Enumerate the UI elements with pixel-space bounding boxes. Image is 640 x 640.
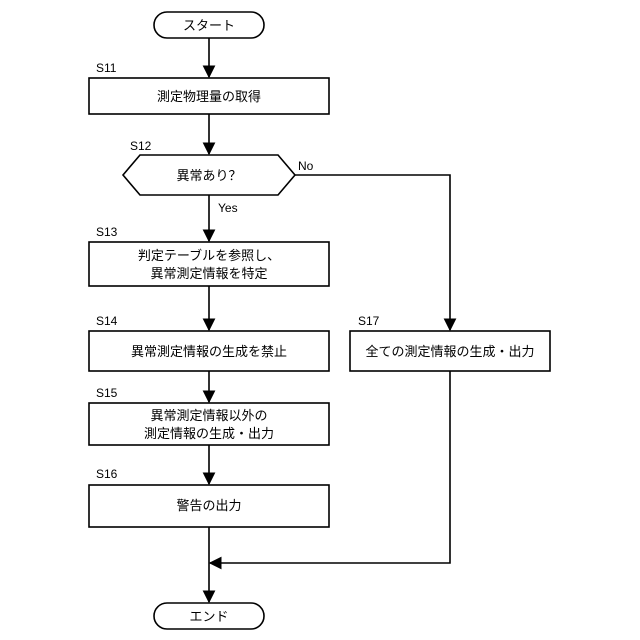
branch-no-label: No xyxy=(298,159,314,173)
process-s14-text: 異常測定情報の生成を禁止 xyxy=(131,345,287,360)
process-s16-text: 警告の出力 xyxy=(176,498,241,514)
process-s15: 異常測定情報以外の 測定情報の生成・出力 xyxy=(89,403,329,445)
process-s11: 測定物理量の取得 xyxy=(89,78,329,114)
step-id-s13: S13 xyxy=(96,225,118,239)
edge-s17-to-merge xyxy=(210,371,450,563)
step-id-s17: S17 xyxy=(358,314,380,328)
process-s15-text-line1: 異常測定情報以外の xyxy=(150,409,267,424)
step-id-s11: S11 xyxy=(96,61,117,75)
process-s13: 判定テーブルを参照し、 異常測定情報を特定 xyxy=(89,242,329,286)
end-label: エンド xyxy=(189,610,228,625)
step-id-s12: S12 xyxy=(130,139,152,153)
process-s13-text-line2: 異常測定情報を特定 xyxy=(150,267,267,282)
process-s15-text-line2: 測定情報の生成・出力 xyxy=(144,427,274,442)
process-s17: 全ての測定情報の生成・出力 xyxy=(350,331,550,371)
decision-s12: 異常あり？ xyxy=(123,155,295,195)
branch-yes-label: Yes xyxy=(218,201,238,215)
process-s14: 異常測定情報の生成を禁止 xyxy=(89,331,329,371)
process-s16: 警告の出力 xyxy=(89,485,329,527)
step-id-s14: S14 xyxy=(96,314,118,328)
process-s17-text: 全ての測定情報の生成・出力 xyxy=(365,344,534,360)
step-id-s16: S16 xyxy=(96,467,118,481)
start-label: スタート xyxy=(183,19,235,34)
end-node: エンド xyxy=(154,603,264,629)
step-id-s15: S15 xyxy=(96,386,118,400)
process-s11-text: 測定物理量の取得 xyxy=(157,89,261,105)
decision-s12-text: 異常あり？ xyxy=(176,169,241,184)
start-node: スタート xyxy=(154,12,264,38)
process-s13-text-line1: 判定テーブルを参照し、 xyxy=(138,248,280,264)
